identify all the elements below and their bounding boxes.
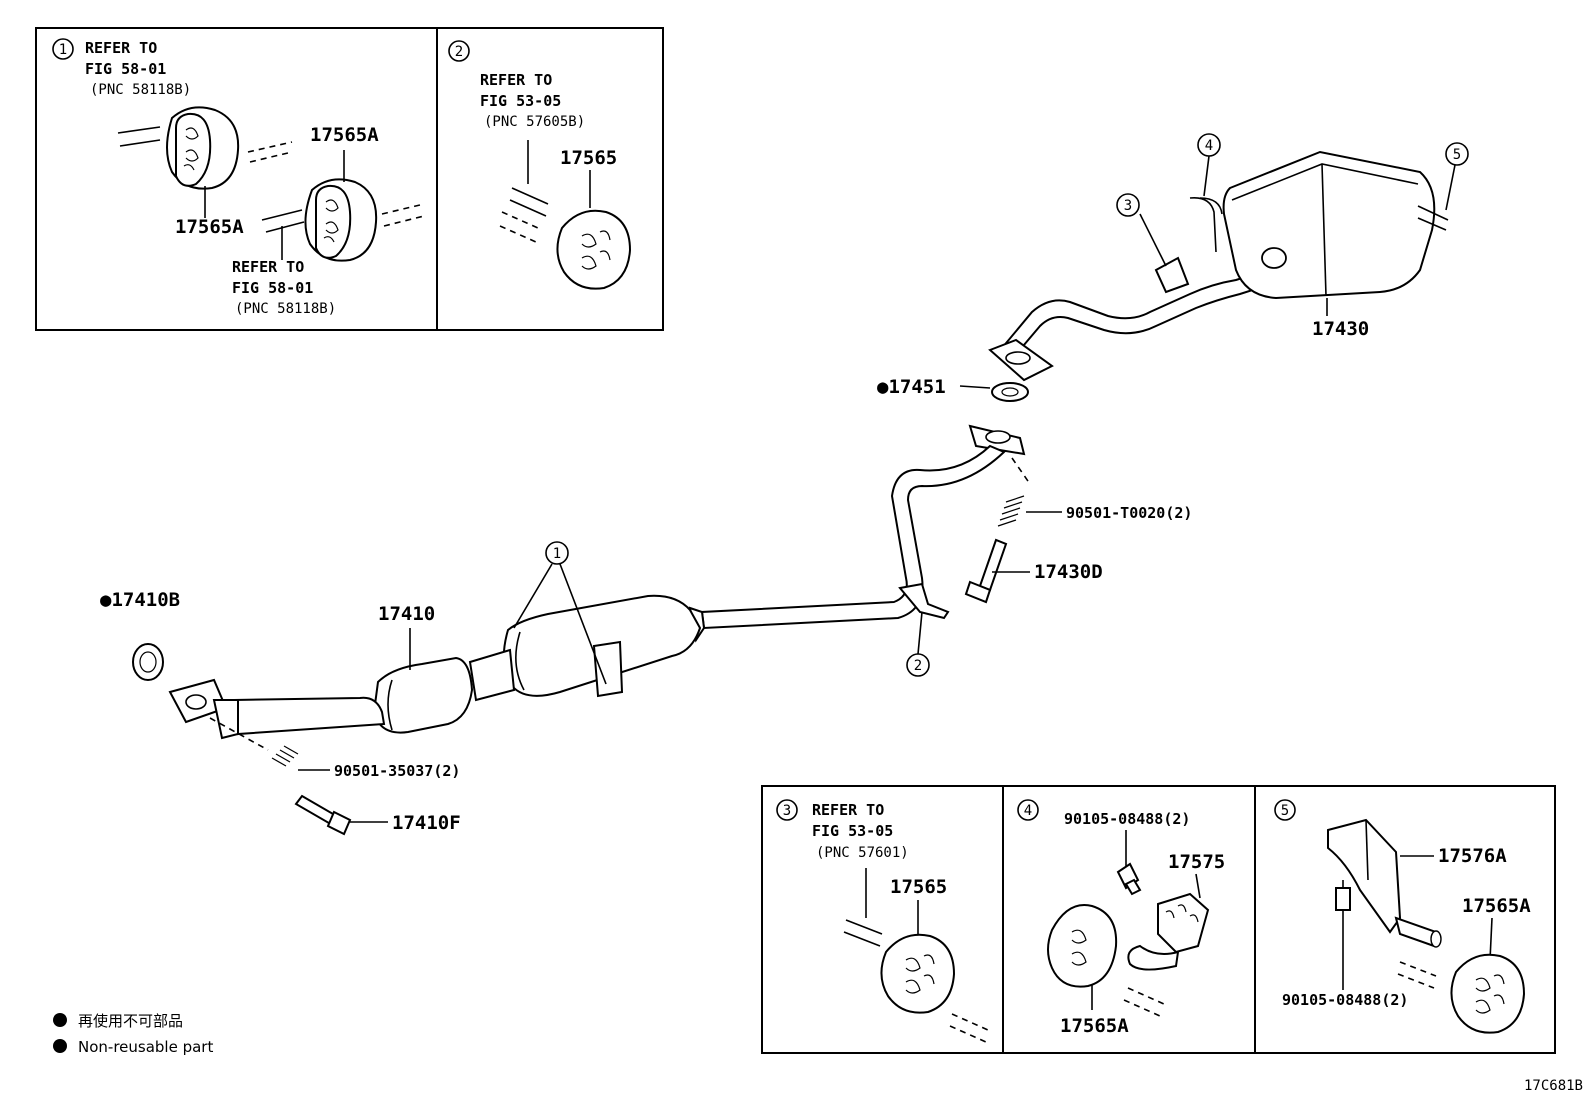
svg-text:3: 3 xyxy=(1124,198,1132,214)
inset-5-hanger: 17565A xyxy=(1462,895,1531,917)
inset-2-part: 17565 xyxy=(560,147,617,169)
svg-text:1: 1 xyxy=(553,546,561,562)
legend-en: Non-reusable part xyxy=(78,1038,213,1056)
spring-front-icon xyxy=(271,745,299,767)
inset-3-refer-line-2: FIG 53-05 xyxy=(812,822,893,840)
callout-1: 1 xyxy=(513,541,607,685)
rubber-hanger-icon xyxy=(499,140,632,290)
callout-2-inset: 2 xyxy=(448,40,470,62)
inset-1-refer-bottom-1: REFER TO xyxy=(232,258,304,276)
center-pipe xyxy=(700,424,1026,630)
svg-text:2: 2 xyxy=(914,658,922,674)
bracket-icon xyxy=(1327,818,1442,948)
rubber-hanger-icon xyxy=(261,150,425,262)
label-spring-front: 90501-35037(2) xyxy=(334,762,460,780)
bolt-front-icon xyxy=(294,794,352,836)
spring-mid-icon xyxy=(997,495,1025,527)
label-gasket-front: ●17410B xyxy=(100,589,180,611)
svg-text:3: 3 xyxy=(783,803,791,819)
inset-5: 5 17576A 90105-08488(2) 17565A xyxy=(1274,799,1531,1034)
inset-3-refer-line-1: REFER TO xyxy=(812,801,884,819)
inset-1-part-a: 17565A xyxy=(175,216,244,238)
svg-text:5: 5 xyxy=(1453,147,1461,163)
label-bolt-mid: 17430D xyxy=(1034,561,1103,583)
svg-text:4: 4 xyxy=(1024,803,1032,819)
inset-4-hanger: 17565A xyxy=(1060,1015,1129,1037)
svg-text:4: 4 xyxy=(1205,138,1213,154)
gasket-mid-icon xyxy=(991,382,1029,402)
inset-1-refer-line-2: FIG 58-01 xyxy=(85,60,166,78)
callout-5: 5 xyxy=(1445,142,1469,211)
tail-pipe-muffler xyxy=(988,150,1449,382)
rubber-hanger-icon xyxy=(843,868,989,1043)
svg-text:2: 2 xyxy=(455,44,463,60)
svg-text:5: 5 xyxy=(1281,803,1289,819)
label-tail-pipe: 17430 xyxy=(1312,318,1369,340)
gasket-front-icon xyxy=(132,643,164,681)
inset-4: 4 90105-08488(2) 17575 17565A xyxy=(1017,799,1225,1037)
inset-2-refer-line-2: FIG 53-05 xyxy=(480,92,561,110)
label-spring-mid: 90501-T0020(2) xyxy=(1066,504,1192,522)
legend: 再使用不可部品 Non-reusable part xyxy=(53,1012,213,1056)
inset-2: 2 REFER TO FIG 53-05 (PNC 57605B) 17565 xyxy=(448,40,632,290)
bolt-mid-icon xyxy=(964,538,1008,604)
figure-code: 17C681B xyxy=(1524,1078,1583,1094)
bolt-icon xyxy=(1335,880,1351,990)
inset-4-bracket: 17575 xyxy=(1168,851,1225,873)
bracket-icon xyxy=(1127,873,1210,971)
label-gasket-mid: ●17451 xyxy=(877,376,946,398)
inset-5-bolt: 90105-08488(2) xyxy=(1282,991,1408,1009)
inset-4-bolt: 90105-08488(2) xyxy=(1064,810,1190,828)
inset-1-refer-line-1: REFER TO xyxy=(85,39,157,57)
inset-1-part-b: 17565A xyxy=(310,124,379,146)
label-front-pipe: 17410 xyxy=(378,603,435,625)
inset-3-part: 17565 xyxy=(890,876,947,898)
rubber-hanger-icon xyxy=(1047,904,1165,1017)
rubber-hanger-icon xyxy=(117,106,293,218)
callout-2: 2 xyxy=(906,611,930,677)
inset-panel-bottom xyxy=(761,785,1556,1054)
bolt-icon xyxy=(1116,862,1142,896)
inset-2-refer-line-1: REFER TO xyxy=(480,71,552,89)
callout-3: 3 xyxy=(1116,193,1140,217)
bullet-icon xyxy=(53,1039,67,1053)
callout-5-inset: 5 xyxy=(1274,799,1296,821)
rubber-hanger-icon xyxy=(1397,917,1526,1034)
legend-jp: 再使用不可部品 xyxy=(78,1012,183,1030)
front-pipe-converter xyxy=(168,594,706,740)
callout-3-inset: 3 xyxy=(776,799,798,821)
inset-3-refer-line-3: (PNC 57601) xyxy=(816,845,909,861)
inset-panel-top xyxy=(35,27,664,331)
label-bolt-front: 17410F xyxy=(392,812,461,834)
inset-3: 3 REFER TO FIG 53-05 (PNC 57601) 17565 xyxy=(776,799,989,1043)
inset-1-refer-bottom-3: (PNC 58118B) xyxy=(235,301,336,317)
callout-1-inset: 1 xyxy=(52,38,74,60)
inset-1: 1 REFER TO FIG 58-01 (PNC 58118B) 17565A… xyxy=(52,38,425,317)
callout-4: 4 xyxy=(1197,133,1221,197)
inset-1-refer-line-3: (PNC 58118B) xyxy=(90,82,191,98)
svg-text:1: 1 xyxy=(59,42,67,58)
inset-5-bracket: 17576A xyxy=(1438,845,1507,867)
inset-1-refer-bottom-2: FIG 58-01 xyxy=(232,279,313,297)
inset-2-refer-line-3: (PNC 57605B) xyxy=(484,114,585,130)
callout-4-inset: 4 xyxy=(1017,799,1039,821)
bullet-icon xyxy=(53,1013,67,1027)
